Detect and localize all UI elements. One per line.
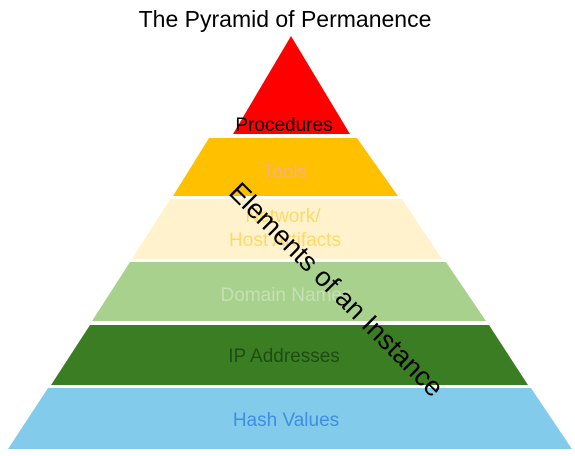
- tier-procedures-shape: [233, 36, 350, 134]
- tier-ip-addresses-label: IP Addresses: [228, 346, 340, 367]
- tier-ip-addresses-shape: [51, 325, 528, 385]
- tier-network-host-artifacts-shape: [132, 199, 442, 259]
- tier-hash-values-label: Hash Values: [233, 410, 339, 431]
- tier-network-label-line1: Network/: [246, 206, 322, 227]
- tier-domain-names-label: Domain Names: [221, 285, 352, 306]
- tier-domain-names-shape: [92, 262, 486, 321]
- tier-hash-values-shape: [8, 388, 572, 449]
- diagram-title: The Pyramid of Permanence: [139, 6, 432, 32]
- tier-network-label-line2: Host Artifacts: [229, 230, 341, 251]
- tier-tools-shape: [173, 138, 398, 196]
- tier-procedures-label: Procedures: [235, 115, 332, 136]
- tier-tools-label: Tools: [263, 162, 307, 183]
